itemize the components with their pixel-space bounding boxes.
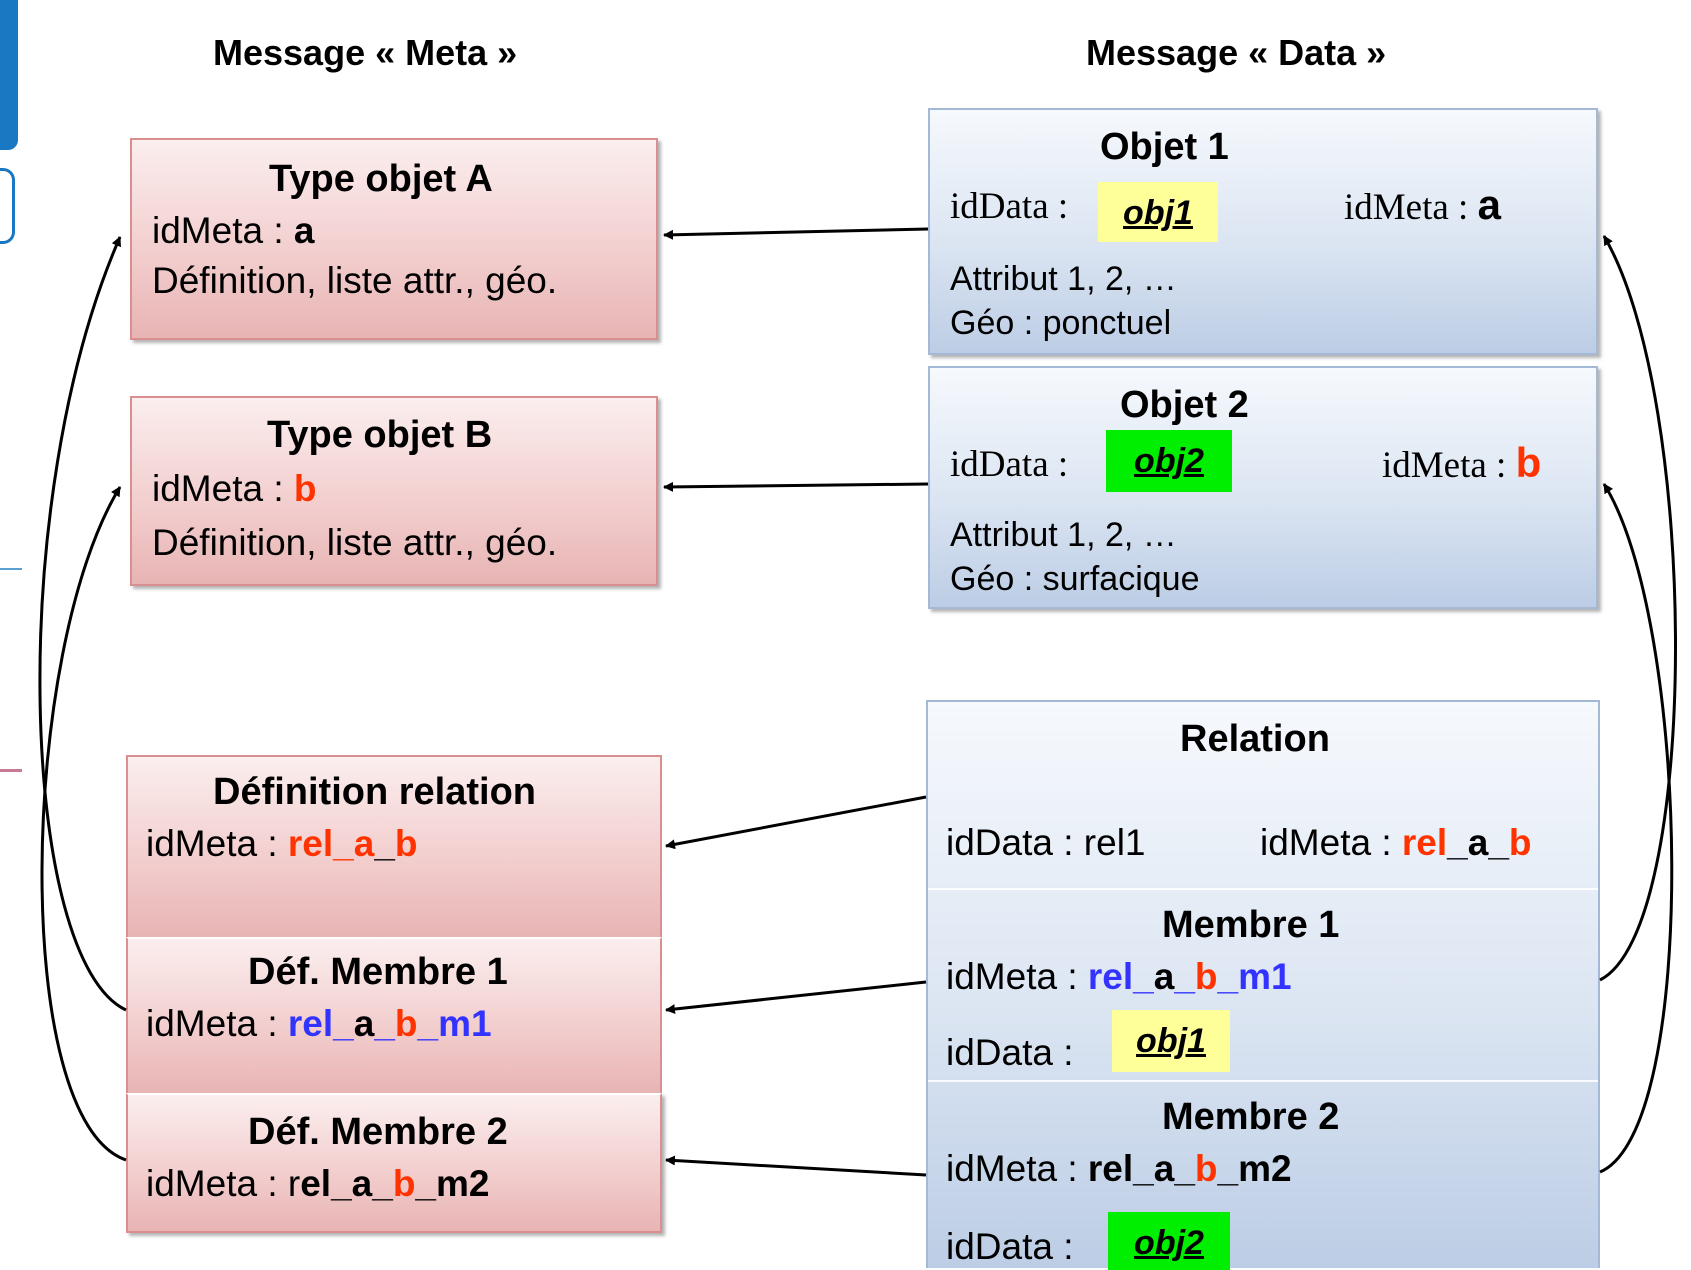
type-b-title: Type objet B (267, 414, 493, 456)
meta-box-type-b: Type objet B idMeta : b Définition, list… (130, 396, 658, 586)
type-b-definition: Définition, liste attr., géo. (152, 522, 558, 563)
data-box-object-1: Objet 1 idData : obj1 idMeta : a Attribu… (928, 108, 1598, 355)
arrow-object2-to-type-b (663, 481, 929, 492)
relation-def-id: idMeta : rel_a_b (146, 823, 418, 864)
relation-separator-1 (928, 888, 1598, 890)
object1-geo: Géo : ponctuel (950, 304, 1172, 342)
member2-def-id: idMeta : rel_a_b_m2 (146, 1163, 490, 1204)
arrow-member1-def-to-type-a (38, 236, 127, 1012)
relation-def-title: Définition relation (213, 771, 536, 813)
logo-fragment-letter (0, 168, 15, 244)
member1-iddata-tag: obj1 (1112, 1010, 1230, 1072)
object2-iddata-tag: obj2 (1106, 430, 1232, 492)
member2-idmeta: idMeta : rel_a_b_m2 (946, 1148, 1292, 1189)
arrow-member2-to-object2 (1599, 483, 1674, 1174)
object2-attributes: Attribut 1, 2, … (950, 516, 1177, 554)
type-a-title: Type objet A (269, 158, 493, 200)
object1-iddata-tag: obj1 (1098, 182, 1218, 242)
meta-column-title: Message « Meta » (213, 32, 518, 73)
member1-def-title: Déf. Membre 1 (248, 951, 508, 993)
logo-fragment (0, 0, 18, 150)
meta-box-type-a: Type objet A idMeta : a Définition, list… (130, 138, 658, 340)
data-box-object-2: Objet 2 idData : obj2 idMeta : b Attribu… (928, 366, 1598, 609)
arrow-member1-to-object1 (1599, 235, 1677, 982)
member2-iddata-label: idData : (946, 1226, 1074, 1267)
meta-box-member-2-definition: Déf. Membre 2 idMeta : rel_a_b_m2 (126, 1093, 662, 1233)
arrow-object1-to-type-a (663, 227, 929, 240)
member1-idmeta: idMeta : rel_a_b_m1 (946, 956, 1292, 997)
divider-pink (0, 769, 22, 772)
arrow-member1-to-definition (665, 980, 927, 1015)
object2-title: Objet 2 (1120, 384, 1249, 426)
object1-iddata-label: idData : (950, 186, 1069, 227)
member2-def-title: Déf. Membre 2 (248, 1111, 508, 1153)
relation-title: Relation (1180, 718, 1330, 760)
meta-box-member-1-definition: Déf. Membre 1 idMeta : rel_a_b_m1 (126, 937, 662, 1093)
type-b-id: idMeta : b (152, 468, 317, 509)
member1-def-id: idMeta : rel_a_b_m1 (146, 1003, 492, 1044)
data-box-relation: Relation idData : rel1 idMeta : rel_a_b … (926, 700, 1600, 1270)
member2-title: Membre 2 (1162, 1096, 1340, 1138)
arrow-relation-to-definition (665, 795, 927, 850)
relation-separator-2 (928, 1080, 1598, 1082)
relation-idmeta: idMeta : rel_a_b (1260, 822, 1532, 863)
member1-title: Membre 1 (1162, 904, 1340, 946)
object1-title: Objet 1 (1100, 126, 1229, 168)
object1-attributes: Attribut 1, 2, … (950, 260, 1177, 298)
object2-iddata-label: idData : (950, 444, 1069, 485)
type-a-definition: Définition, liste attr., géo. (152, 260, 558, 301)
arrow-member2-to-definition (665, 1155, 927, 1177)
member1-iddata-label: idData : (946, 1032, 1074, 1073)
arrow-member2-def-to-type-b (40, 486, 127, 1162)
object2-geo: Géo : surfacique (950, 560, 1200, 598)
data-column-title: Message « Data » (1086, 32, 1387, 73)
object1-idmeta: idMeta : a (1344, 181, 1501, 228)
divider-blue (0, 568, 22, 570)
member2-iddata-tag: obj2 (1108, 1212, 1230, 1270)
relation-iddata: idData : rel1 (946, 822, 1146, 863)
object2-idmeta: idMeta : b (1382, 439, 1542, 486)
meta-box-relation-definition: Définition relation idMeta : rel_a_b (126, 755, 662, 937)
type-a-id: idMeta : a (152, 210, 315, 251)
